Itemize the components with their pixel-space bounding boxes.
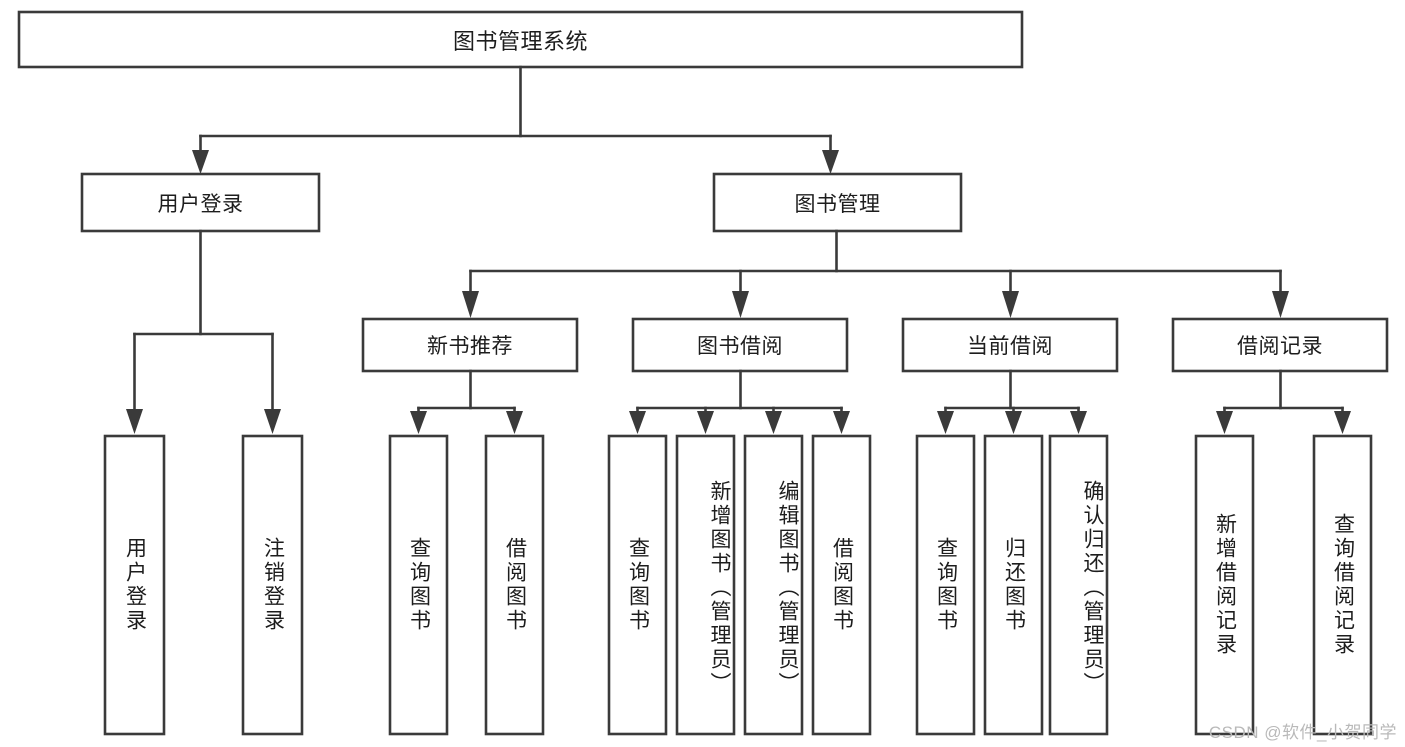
- arrow-icon: [192, 150, 209, 174]
- arrow-icon: [410, 411, 427, 434]
- arrow-icon: [822, 150, 839, 174]
- node-box-leaf-borrow-book-1[interactable]: [484, 434, 545, 736]
- node-box-current-borrow[interactable]: [901, 317, 1119, 373]
- arrow-icon: [1272, 291, 1289, 318]
- connector-current-borrow-to-leaves: [937, 369, 1087, 434]
- node-box-book-borrow[interactable]: [631, 317, 849, 373]
- node-box-leaf-user-login[interactable]: [103, 434, 166, 736]
- node-box-leaf-return-book[interactable]: [983, 434, 1044, 736]
- node-box-user-login[interactable]: [80, 172, 321, 233]
- arrow-icon: [629, 411, 646, 434]
- arrow-icon: [126, 409, 143, 434]
- node-box-leaf-query-book-1[interactable]: [388, 434, 449, 736]
- arrow-icon: [506, 411, 523, 434]
- node-box-leaf-logout[interactable]: [241, 434, 304, 736]
- node-box-leaf-query-book-3[interactable]: [915, 434, 976, 736]
- arrow-icon: [462, 291, 479, 318]
- connector-new-book-recommend-to-leaves: [410, 369, 523, 434]
- connector-book-borrow-to-leaves: [629, 369, 850, 434]
- node-box-leaf-add-record[interactable]: [1194, 434, 1255, 736]
- arrow-icon: [697, 411, 714, 434]
- watermark-text: CSDN @软件_小贺同学: [1208, 723, 1397, 742]
- node-box-book-management[interactable]: [712, 172, 963, 233]
- arrow-icon: [1002, 291, 1019, 318]
- arrow-icon: [1216, 411, 1233, 434]
- node-box-borrow-record[interactable]: [1171, 317, 1389, 373]
- arrow-icon: [765, 411, 782, 434]
- node-box-root[interactable]: [17, 10, 1024, 69]
- node-box-leaf-query-record[interactable]: [1312, 434, 1373, 736]
- node-box-leaf-edit-book[interactable]: [743, 434, 804, 736]
- node-box-leaf-confirm-return[interactable]: [1048, 434, 1109, 736]
- connector-book-management-to-level3: [462, 229, 1289, 318]
- connector-root-to-level2: [192, 65, 839, 174]
- connector-user-login-to-leaves: [126, 229, 281, 434]
- node-box-leaf-query-book-2[interactable]: [607, 434, 668, 736]
- connector-borrow-record-to-leaves: [1216, 369, 1351, 434]
- arrow-icon: [732, 291, 749, 318]
- arrow-icon: [1005, 411, 1022, 434]
- node-box-new-book-recommend[interactable]: [361, 317, 579, 373]
- node-box-leaf-borrow-book-2[interactable]: [811, 434, 872, 736]
- arrow-icon: [1070, 411, 1087, 434]
- arrow-icon: [264, 409, 281, 434]
- arrow-icon: [1334, 411, 1351, 434]
- arrow-icon: [833, 411, 850, 434]
- arrow-icon: [937, 411, 954, 434]
- node-box-leaf-add-book[interactable]: [675, 434, 736, 736]
